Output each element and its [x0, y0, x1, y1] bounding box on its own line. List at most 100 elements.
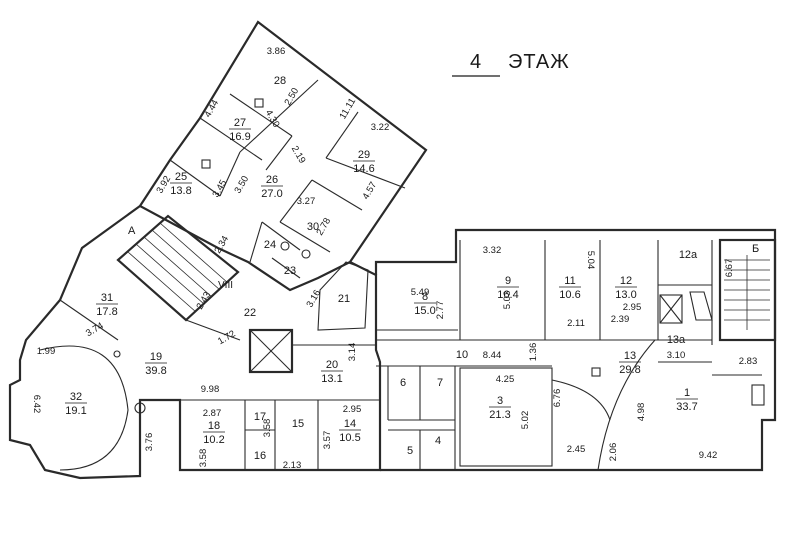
dimension-label: 2.13	[283, 460, 302, 471]
rotated-wing	[138, 20, 428, 292]
dimension-label: 8.44	[483, 350, 502, 361]
dimension-label: 3.86	[267, 46, 286, 57]
room-number: 6	[400, 377, 406, 389]
room-number: 5	[407, 445, 413, 457]
room-area: 17.8	[96, 306, 117, 318]
dimension-label: 3.32	[483, 245, 502, 256]
floor-number: 4	[470, 51, 482, 73]
room-number: 13а	[667, 334, 686, 346]
room-number: 7	[437, 377, 443, 389]
dimension-label: 3.27	[297, 196, 316, 207]
room-number: 13	[624, 350, 636, 362]
dimension-label: 2.95	[343, 404, 362, 415]
dimension-label: 3.74	[84, 320, 106, 339]
east-block	[374, 228, 777, 472]
dimension-label: 3.10	[667, 350, 686, 361]
room-number: 29	[358, 149, 370, 161]
dimension-label: 1.99	[37, 346, 56, 357]
dimension-label: 4.44	[202, 98, 221, 120]
room-number: 27	[234, 117, 246, 129]
room-number: 9	[505, 275, 511, 287]
room-number: 12	[620, 275, 632, 287]
dimension-label: 2.95	[623, 302, 642, 313]
dimension-label: 2.83	[739, 356, 758, 367]
stair-a-marker: A	[128, 225, 136, 237]
room-number: 20	[326, 359, 338, 371]
room-area: 15.0	[414, 305, 435, 317]
dimension-label: 6.76	[552, 389, 563, 408]
room-number: 26	[266, 174, 278, 186]
room-area: 19.1	[65, 405, 86, 417]
dimension-label: 9.42	[699, 450, 718, 461]
stair-b-marker: Б	[752, 243, 759, 255]
dimension-label: 3.76	[144, 433, 155, 452]
room-number: 32	[70, 391, 82, 403]
room-number: 19	[150, 351, 162, 363]
room-area: 13.8	[170, 185, 191, 197]
dimension-label: 11.11	[337, 96, 358, 121]
room-area: 13.1	[321, 373, 342, 385]
dimension-label: 2.19	[289, 144, 308, 166]
room-number: 22	[244, 307, 256, 319]
dimension-label: 2.39	[611, 314, 630, 325]
dimension-label: 2.11	[567, 318, 585, 329]
dimension-label: 3.22	[371, 122, 390, 133]
room-number: 12а	[679, 249, 698, 261]
room-area: 16.4	[497, 289, 518, 301]
dimension-label: 6.67	[724, 259, 735, 278]
stair-b-treads	[724, 255, 770, 330]
roman-marker: VIII	[218, 280, 233, 291]
dimension-label: 1.72	[216, 328, 238, 347]
dimension-label: 2.43	[194, 290, 213, 312]
room-area: 10.6	[559, 289, 580, 301]
room-number: 25	[175, 171, 187, 183]
dimension-label: 3.58	[262, 419, 273, 438]
room-number: 30	[307, 221, 319, 233]
dimension-label: 2.06	[608, 443, 619, 462]
room-area: 16.9	[229, 131, 250, 143]
dimension-label: 2.45	[567, 444, 586, 455]
dimension-label: 2.78	[314, 216, 333, 238]
room-area: 29.8	[619, 364, 640, 376]
room-number: 18	[208, 420, 220, 432]
room-number: 14	[344, 418, 356, 430]
room-number: 3	[497, 395, 503, 407]
room-number: 31	[101, 292, 113, 304]
dimension-label: 9.98	[201, 384, 220, 395]
dimension-label: 5.03	[502, 291, 513, 310]
central-block	[248, 261, 553, 470]
room-area: 27.0	[261, 188, 282, 200]
west-wing	[8, 205, 382, 480]
floor-label: ЭТАЖ	[508, 51, 570, 73]
dimension-label: 3.14	[347, 343, 358, 362]
room-number: 11	[564, 275, 575, 287]
room-number: 4	[435, 435, 441, 447]
room-number: 24	[264, 239, 276, 251]
dimension-label: 2.50	[282, 86, 301, 108]
room-area: 10.2	[203, 434, 224, 446]
room-area: 14.6	[353, 163, 374, 175]
dimension-label: 4.25	[496, 374, 515, 385]
dimension-label: 3.57	[322, 431, 333, 450]
room-number: 1	[684, 387, 690, 399]
room-area: 21.3	[489, 409, 510, 421]
dimension-label: 5.04	[585, 251, 596, 270]
dimension-label: 3.58	[198, 449, 209, 468]
dimension-label: 5.49	[411, 287, 430, 298]
dimension-label: 1.36	[528, 343, 539, 362]
room-number: 21	[338, 293, 350, 305]
room-number: 10	[456, 349, 468, 361]
room-number: 23	[284, 265, 296, 277]
dimension-label: 4.98	[636, 403, 647, 422]
room-number: 28	[274, 75, 286, 87]
room-area: 13.0	[615, 289, 636, 301]
room-area: 39.8	[145, 365, 166, 377]
stair-a-treads	[127, 222, 229, 313]
dimension-label: 5.02	[520, 411, 531, 430]
dimension-label: 3.50	[232, 174, 251, 196]
room-area: 10.5	[339, 432, 360, 444]
dimension-label: 2.87	[203, 408, 222, 419]
